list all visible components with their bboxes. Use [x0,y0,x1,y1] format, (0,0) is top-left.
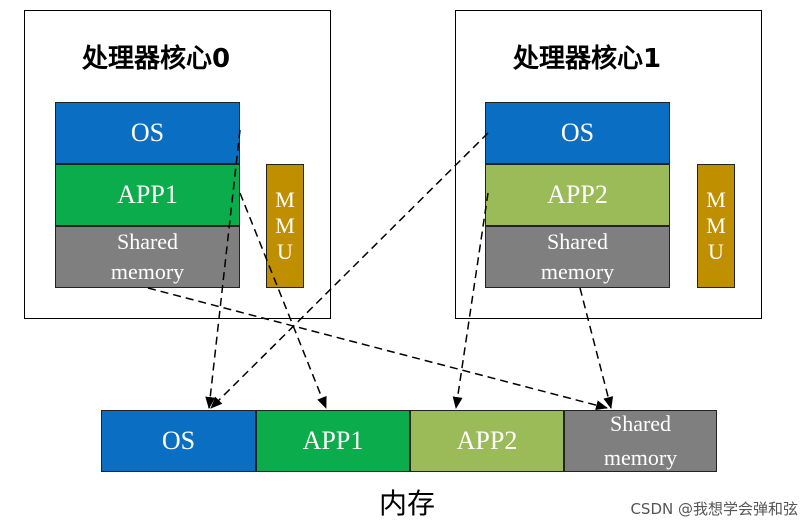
core-0-mmu-letter-2: M [275,213,295,238]
core-1-app2-block: APP2 [485,164,670,226]
memory-shared-line-1: Shared [609,411,672,436]
memory-shared-line-2: memory [603,445,678,470]
core-0-app1-block: APP1 [55,164,240,226]
core-1-shared-line-2: memory [540,259,615,284]
memory-app1-segment: APP1 [256,410,410,472]
core-1-mmu-block: M M U [697,164,735,288]
core-0-mmu-letter-1: M [275,187,295,212]
core-0-shared-line-1: Shared [116,229,179,254]
core-1-shared-memory-block: Shared memory [485,226,670,288]
core-1-os-block: OS [485,102,670,164]
memory-os-segment: OS [101,410,256,472]
memory-label: 内存 [379,487,436,520]
watermark: CSDN @我想学会弹和弦 [630,500,798,518]
core-0-mmu-block: M M U [266,164,304,288]
core-0-title: 处理器核心0 [82,44,231,74]
core-0-shared-line-2: memory [110,259,185,284]
core-1-title: 处理器核心1 [513,44,662,74]
memory-shared-segment: Shared memory [564,410,717,472]
memory-app2-segment: APP2 [410,410,564,472]
core-1-mmu-letter-1: M [706,187,726,212]
core-1-mmu-letter-3: U [708,239,724,264]
core-0-mmu-letter-3: U [277,239,293,264]
core-1-mmu-letter-2: M [706,213,726,238]
core-0-os-block: OS [55,102,240,164]
core-1-shared-line-1: Shared [546,229,609,254]
core-0-shared-memory-block: Shared memory [55,226,240,288]
